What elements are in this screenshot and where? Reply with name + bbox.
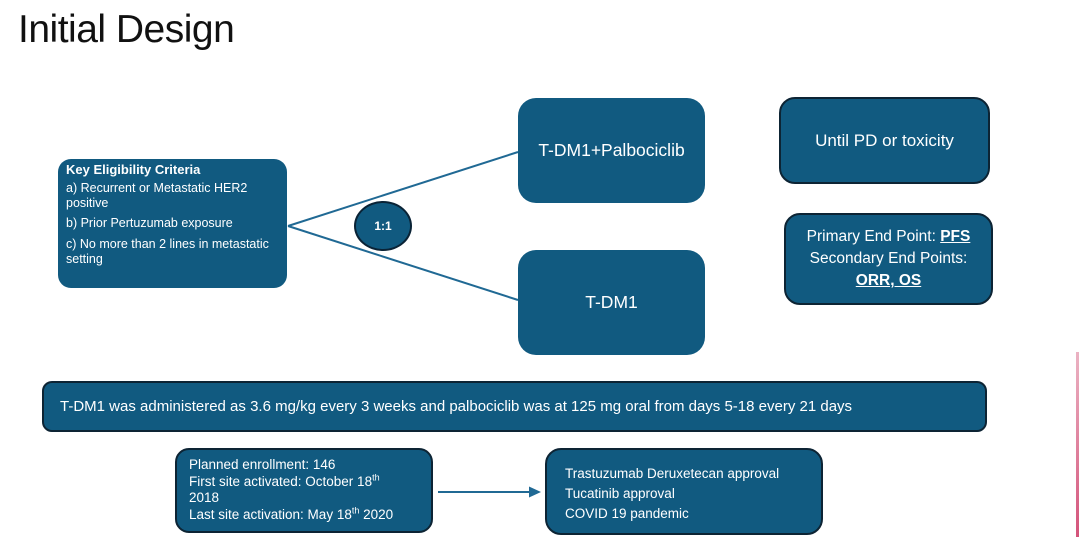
enrollment-first-site-year: 2018 — [189, 490, 220, 505]
arm-label: T-DM1 — [585, 292, 638, 312]
last-site-year: 2020 — [359, 506, 394, 522]
last-site-text: Last site activation: May 18 — [189, 506, 352, 522]
arm-box-tdm1: T-DM1 — [518, 250, 705, 355]
duration-box: Until PD or toxicity — [779, 97, 990, 184]
duration-label: Until PD or toxicity — [815, 130, 954, 150]
secondary-endpoint-label: Secondary End Points: — [809, 250, 968, 267]
challenge-line-covid: COVID 19 pandemic — [565, 506, 689, 521]
last-site-ordinal: th — [351, 505, 360, 515]
page-title: Initial Design — [18, 8, 235, 51]
enrollment-box: Planned enrollment: 146 First site activ… — [175, 448, 433, 533]
secondary-endpoint-value: ORR, OS — [855, 272, 922, 289]
dosing-statement-box: T-DM1 was administered as 3.6 mg/kg ever… — [42, 381, 987, 432]
randomization-ratio-label: 1:1 — [374, 219, 392, 233]
endpoints-box: Primary End Point: PFS Secondary End Poi… — [784, 213, 993, 305]
primary-endpoint-value: PFS — [940, 228, 971, 245]
enrollment-last-site-line: Last site activation: May 18th 2020 — [189, 505, 419, 524]
eligibility-criteria-box: Key Eligibility Criteria a) Recurrent or… — [58, 159, 287, 288]
arm-box-tdm1-palbociclib: T-DM1+Palbociclib — [518, 98, 705, 203]
eligibility-item-a: a) Recurrent or Metastatic HER2 positive — [66, 180, 248, 211]
enrollment-planned-line: Planned enrollment: 146 — [189, 457, 336, 472]
arm-label: T-DM1+Palbociclib — [538, 140, 685, 160]
dosing-statement-text: T-DM1 was administered as 3.6 mg/kg ever… — [60, 398, 853, 415]
arrow-right-head-icon — [529, 486, 541, 498]
primary-endpoint-label: Primary End Point: — [806, 228, 941, 245]
enrollment-first-site-line: First site activated: October 18th — [189, 472, 419, 491]
randomization-ratio-oval: 1:1 — [354, 201, 412, 251]
pink-accent-line — [1076, 352, 1079, 537]
first-site-text: First site activated: October 18 — [189, 473, 373, 489]
challenges-box: Trastuzumab Deruxetecan approval Tucatin… — [545, 448, 823, 535]
eligibility-item-c: c) No more than 2 lines in metastatic se… — [66, 236, 269, 266]
primary-endpoint-line: Primary End Point: PFS — [807, 226, 971, 248]
eligibility-heading: Key Eligibility Criteria — [66, 162, 201, 177]
challenge-line-enhertu: Trastuzumab Deruxetecan approval — [565, 466, 780, 481]
eligibility-item-b: b) Prior Pertuzumab exposure — [66, 216, 233, 231]
first-site-ordinal: th — [372, 472, 380, 482]
challenge-line-tucatinib: Tucatinib approval — [565, 486, 675, 501]
